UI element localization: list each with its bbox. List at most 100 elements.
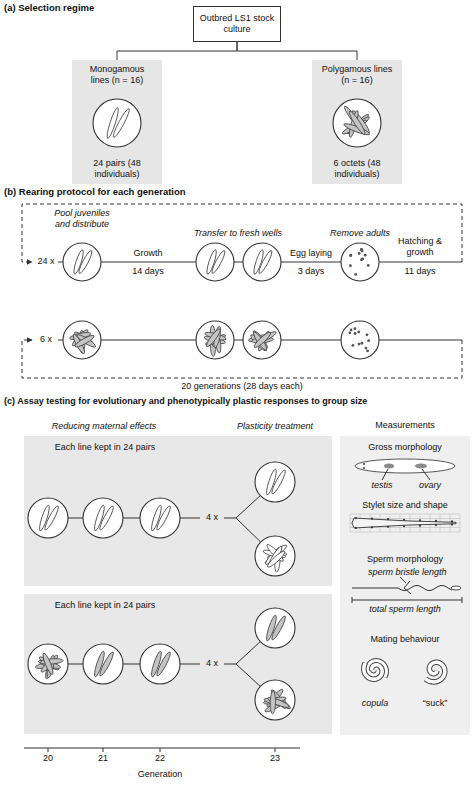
worm xyxy=(79,330,84,352)
worm xyxy=(270,693,292,710)
grid-line xyxy=(400,514,401,532)
worm xyxy=(265,468,278,495)
worm xyxy=(270,691,276,714)
flow-line xyxy=(224,664,236,665)
box-heading: Monogamous lines (n = 16) xyxy=(80,64,154,86)
worm xyxy=(264,546,283,566)
culture-well xyxy=(243,321,281,359)
generation-loop xyxy=(22,340,462,378)
worm xyxy=(155,505,172,531)
culture-well xyxy=(63,243,101,281)
sperm-end xyxy=(451,586,461,590)
grid-line xyxy=(350,523,460,524)
worm xyxy=(264,551,287,565)
worm xyxy=(204,331,226,342)
worm xyxy=(351,109,372,134)
sperm-bristle xyxy=(404,581,410,588)
landmark-dot xyxy=(371,526,373,528)
landmark-dot xyxy=(403,525,405,527)
box-heading: Polygamous lines (n = 16) xyxy=(320,64,394,86)
flow-line xyxy=(281,262,341,263)
worm xyxy=(80,331,86,353)
worm xyxy=(270,615,287,641)
culture-well xyxy=(243,243,281,281)
stock-culture-box: Outbred LS1 stock culture xyxy=(193,6,281,42)
testis-shape xyxy=(384,464,394,469)
box-text: Gross morphology xyxy=(340,442,470,453)
worm xyxy=(69,331,91,341)
worm xyxy=(264,698,287,714)
column-heading: Reducing maternal effects xyxy=(29,421,179,432)
assay-panel: Each line kept in 24 pairs xyxy=(24,594,332,734)
worm xyxy=(43,505,60,531)
worm xyxy=(253,331,273,350)
loop-label: 20 generations (28 days each) xyxy=(132,381,352,392)
flow-line xyxy=(224,518,236,519)
worm xyxy=(265,543,285,563)
dimension-tick xyxy=(462,597,463,603)
egg xyxy=(348,331,351,334)
grid-line xyxy=(410,514,411,532)
worm xyxy=(214,331,222,353)
worm xyxy=(274,549,281,572)
egg xyxy=(349,264,352,267)
egg xyxy=(353,327,356,330)
grid-line xyxy=(350,518,460,519)
worm xyxy=(40,658,63,665)
worm xyxy=(93,504,106,531)
grid-line xyxy=(430,514,431,532)
flow-line xyxy=(58,340,63,341)
grid-line xyxy=(390,514,391,532)
branch-line xyxy=(236,496,260,518)
worm xyxy=(252,331,269,352)
egg xyxy=(350,329,353,332)
grid-line xyxy=(350,532,460,533)
phase-label: Hatching & growth xyxy=(385,236,455,258)
egg xyxy=(360,342,363,345)
worm xyxy=(72,249,85,275)
column-heading: Plasticity treatment xyxy=(220,421,330,432)
flow-line xyxy=(379,340,462,341)
box-heading: Each line kept in 24 pairs xyxy=(40,442,170,453)
section-heading: (b) Rearing protocol for each generation xyxy=(4,186,304,197)
replicate-count: 6 x xyxy=(34,334,58,345)
flow-line xyxy=(180,664,200,665)
box-heading: Outbred LS1 stock culture xyxy=(198,13,276,35)
egg xyxy=(354,273,357,276)
egg xyxy=(352,344,355,347)
worm xyxy=(266,543,288,560)
box-text: Stylet size and shape xyxy=(340,500,470,511)
eye-spot xyxy=(363,463,365,465)
landmark-dot xyxy=(419,519,421,521)
flow-line xyxy=(68,664,83,665)
worm xyxy=(248,333,270,343)
worm xyxy=(255,330,277,345)
worm xyxy=(41,652,55,675)
worm xyxy=(40,654,60,674)
section-heading: (a) Selection regime xyxy=(4,2,204,13)
grid-line xyxy=(380,514,381,532)
box-text: “suck” xyxy=(410,698,460,709)
selection-line-panel: Monogamous lines (n = 16)24 pairs (48 in… xyxy=(72,60,162,184)
worm xyxy=(74,333,96,348)
flow-line xyxy=(68,518,83,519)
leader-line xyxy=(400,577,406,583)
grid-line xyxy=(460,514,461,532)
flow-line xyxy=(58,262,63,263)
worm xyxy=(204,335,226,345)
culture-well xyxy=(140,498,180,538)
replicate-count: 24 x xyxy=(34,256,58,267)
sperm-bristle xyxy=(404,588,411,594)
worm xyxy=(263,696,287,706)
worm xyxy=(341,118,368,136)
worm xyxy=(71,328,90,347)
worm xyxy=(266,549,286,568)
axis-tick xyxy=(160,748,161,752)
grid-line xyxy=(350,514,351,532)
worm xyxy=(155,651,172,677)
worm xyxy=(345,115,370,135)
egg xyxy=(367,339,370,342)
measurement-panel: MeasurementsGross morphologytestisovaryS… xyxy=(340,436,470,735)
curled-worm-outline xyxy=(426,662,445,682)
worm xyxy=(265,688,284,709)
